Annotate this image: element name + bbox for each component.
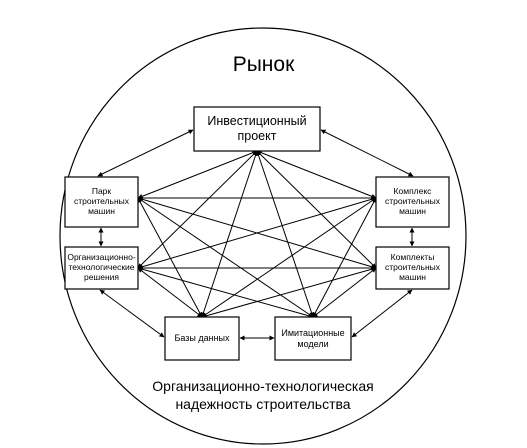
databases-label: Базы данных: [174, 333, 230, 344]
connector-sets-models: [351, 289, 413, 338]
connector-project-complex-in: [256, 150, 377, 199]
connector-project-databases: [201, 150, 258, 318]
market-circle: [59, 27, 467, 445]
machine-sets-label: Комплекты строительных машин: [384, 252, 441, 282]
machine-sets-box: [375, 246, 450, 290]
connector-orgtech-databases: [99, 289, 165, 338]
simulation-models-label: Имитационные модели: [281, 328, 345, 349]
org-tech-solutions-label: Организационно- технологические решения: [67, 252, 136, 282]
connector-park-models: [137, 197, 314, 318]
investment-project-label: Инвестиционный проект: [207, 114, 307, 143]
machine-complex-label: Комплекс строительных машин: [384, 186, 441, 216]
machine-complex-box: [375, 176, 450, 228]
connector-park-project: [97, 129, 194, 177]
connector-project-park: [137, 150, 258, 199]
connector-sets-models-in: [312, 267, 377, 318]
machine-park-label: Парк строительных машин: [73, 186, 130, 216]
connector-orgtech-models: [137, 266, 314, 319]
simulation-models-box: [274, 316, 352, 361]
investment-project-box: [193, 106, 321, 152]
connector-group: [97, 129, 415, 341]
connector-sets-databases: [201, 266, 377, 319]
connector-orgtech-databases-in: [137, 267, 203, 318]
connector-project-models: [256, 150, 314, 318]
connector-park-databases: [137, 197, 203, 318]
databases-box: [164, 316, 240, 361]
market-title: Рынок: [232, 53, 295, 76]
machine-park-box: [64, 176, 139, 228]
connector-complex-databases: [201, 197, 377, 318]
reliability-caption: Организационно-технологическая надежност…: [152, 378, 374, 412]
connector-project-complex: [320, 129, 414, 177]
org-tech-solutions-box: [64, 246, 139, 290]
